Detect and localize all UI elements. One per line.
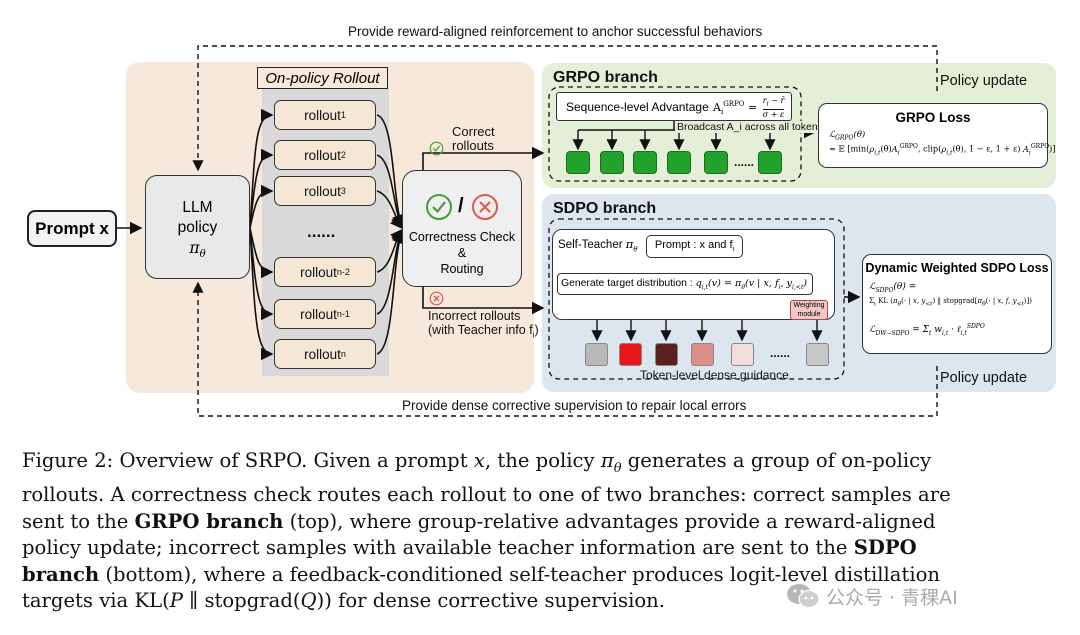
- incorrect-route-line1: Incorrect rollouts: [428, 309, 521, 323]
- watermark: 公众号 · 青稞AI: [786, 582, 958, 610]
- weighting-line2: module: [797, 310, 821, 318]
- sdpo-branch-title: SDPO branch: [553, 200, 657, 217]
- sdpo-policy-update: Policy update: [940, 370, 1028, 386]
- wechat-icon: [787, 584, 820, 609]
- sdpo-loss-line3: ℒDW−SDPO = Σt wi,t · ℓi,tSDPO: [869, 323, 985, 337]
- rollout-title-box: On-policy Rollout: [257, 67, 388, 89]
- grpo-loss-title: GRPO Loss: [895, 110, 971, 125]
- teacher-prompt-label: Prompt : x and fi: [654, 239, 735, 254]
- correct-route-line2: rollouts: [452, 138, 494, 153]
- grpo-token-5: [704, 151, 728, 174]
- check-line3: Routing: [440, 262, 484, 276]
- caption-line-2: rollouts. A correctness check routes eac…: [22, 483, 951, 507]
- grpo-token-2: [600, 151, 624, 174]
- caption-line-6: targets via KL(P ∥ stopgrad(Q)) for dens…: [22, 589, 665, 613]
- caption-line-1: Figure 2: Overview of SRPO. Given a prom…: [22, 449, 932, 476]
- sdpo-token-5: [731, 343, 754, 366]
- llm-line1: LLM: [182, 199, 213, 216]
- sdpo-token-4: [691, 343, 714, 366]
- check-line1: Correctness Check: [408, 230, 516, 244]
- grpo-token-3: [633, 151, 657, 174]
- figure-caption: Figure 2: Overview of SRPO. Given a prom…: [22, 448, 1062, 615]
- grpo-loss-box: GRPO Loss ℒGRPO(θ) = 𝔼 [min(ρi,t(θ)AiGRP…: [818, 103, 1056, 168]
- llm-line3: πθ: [189, 239, 206, 261]
- generate-box: Generate target distribution : qi,t(v) =…: [557, 273, 813, 295]
- advantage-box: Sequence-level Advantage AiGRPO = ri − r…: [556, 92, 792, 121]
- generate-label: Generate target distribution : qi,t(v) =…: [561, 277, 807, 291]
- caption-line-5: branch (bottom), where a feedback-condit…: [22, 562, 941, 586]
- cross-circle-icon: [472, 194, 498, 220]
- caption-line-3: sent to the GRPO branch (top), where gro…: [22, 509, 936, 533]
- broadcast-label: Broadcast A_i across all tokens: [675, 121, 825, 133]
- correctness-check-box: / Correctness Check & Routing: [402, 170, 522, 287]
- rollout-ellipsis: ......: [307, 222, 336, 241]
- check-circle-icon: [426, 194, 452, 220]
- sdpo-loss-line1: ℒSDPO(θ) =: [869, 282, 917, 294]
- sdpo-token-ellipsis: ......: [770, 346, 791, 360]
- grpo-loss-line1: ℒGRPO(θ): [829, 130, 866, 142]
- grpo-token-ellipsis: ......: [734, 155, 755, 169]
- advantage-formula: AiGRPO = ri − r̄σ + ε: [713, 96, 785, 119]
- bottom-feedback-label: Provide dense corrective supervision to …: [400, 398, 749, 413]
- top-feedback-line: [192, 45, 938, 172]
- llm-policy-box: LLM policy πθ: [145, 175, 250, 279]
- rollout-title: On-policy Rollout: [265, 69, 380, 87]
- caption-line-4: policy update; incorrect samples with av…: [22, 536, 917, 560]
- check-line2: &: [457, 246, 467, 260]
- connector-arrows: [117, 45, 938, 417]
- sdpo-token-2: [619, 343, 642, 366]
- token-level-label: Token-level dense guidance: [640, 368, 789, 382]
- weighting-line1: Weighting: [793, 302, 825, 309]
- sdpo-token-3: [655, 343, 678, 366]
- sdpo-token-n: [806, 343, 829, 366]
- sdpo-loss-line2: Σt KL (πθ(· | x, y<t) ‖ stopgrad[πθ(· | …: [869, 297, 1032, 308]
- bottom-feedback-line: [192, 281, 938, 417]
- teacher-prompt-box: Prompt : x and fi: [646, 235, 743, 258]
- incorrect-route-line2: (with Teacher info fi): [428, 323, 539, 340]
- prompt-box: Prompt x: [27, 210, 117, 247]
- small-cross-icon: [429, 291, 444, 306]
- watermark-text: 公众号 · 青稞AI: [826, 586, 958, 609]
- sdpo-token-1: [585, 343, 608, 366]
- sdpo-loss-title: Dynamic Weighted SDPO Loss: [865, 261, 1049, 275]
- sdpo-loss-box: Dynamic Weighted SDPO Loss ℒSDPO(θ) = Σt…: [862, 254, 1052, 354]
- small-check-icon: [429, 141, 444, 156]
- grpo-token-4: [667, 151, 691, 174]
- grpo-policy-update: Policy update: [940, 73, 1028, 89]
- grpo-token-n: [758, 151, 782, 174]
- grpo-token-1: [566, 151, 590, 174]
- grpo-branch-title: GRPO branch: [553, 69, 658, 86]
- self-teacher-label: Self-Teacher πθ: [558, 237, 638, 254]
- check-slash: /: [458, 195, 464, 217]
- advantage-label: Sequence-level Advantage: [566, 100, 709, 114]
- weighting-module: Weighting module: [790, 300, 828, 320]
- top-feedback-label: Provide reward-aligned reinforcement to …: [346, 24, 765, 39]
- prompt-label: Prompt x: [35, 218, 109, 238]
- correct-route-line1: Correct: [452, 124, 495, 139]
- llm-line2: policy: [177, 219, 218, 236]
- grpo-loss-line2: = 𝔼 [min(ρi,t(θ)AiGRPO, clip(ρi,t(θ), 1 …: [829, 143, 1056, 157]
